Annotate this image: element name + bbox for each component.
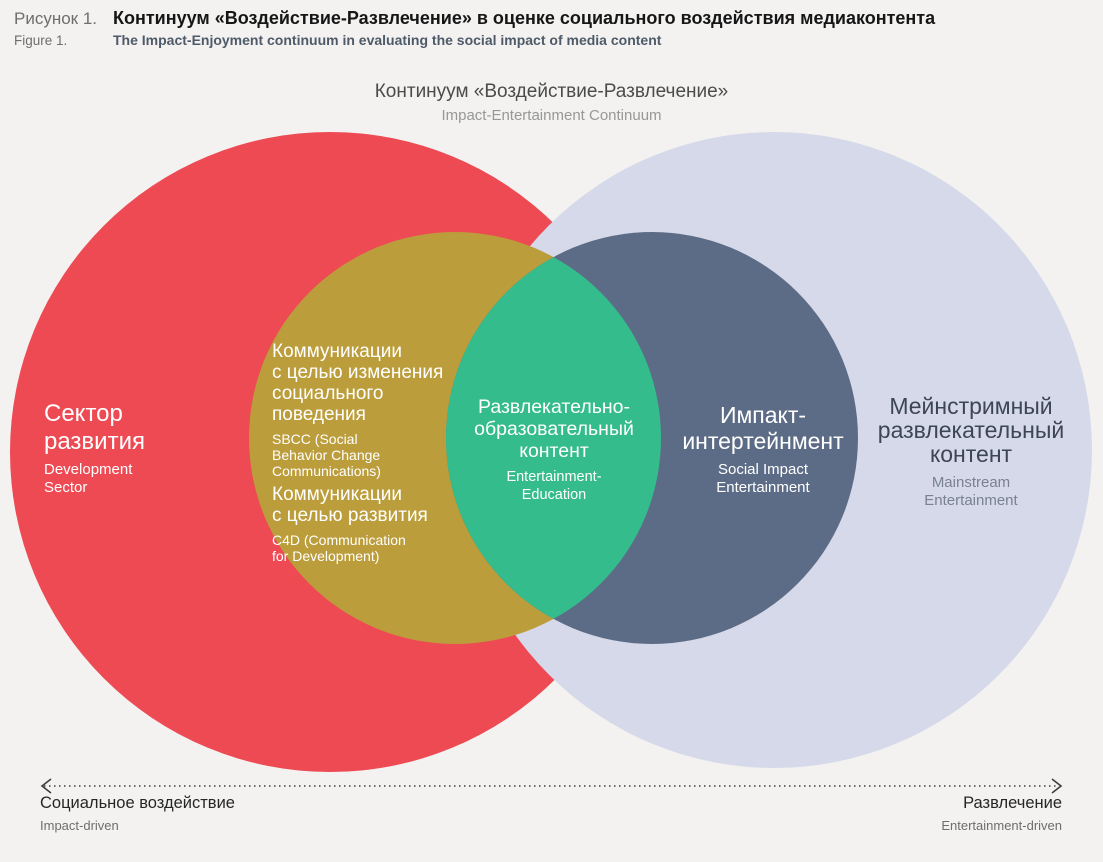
axis-entertainment-en: Entertainment-driven: [941, 818, 1062, 833]
sbcc-label-en: SBCC (Social Behavior Change Communicati…: [272, 431, 381, 479]
figure-title-en: The Impact-Enjoyment continuum in evalua…: [113, 32, 662, 48]
axis-impact-ru: Социальное воздействие: [40, 794, 235, 812]
caption-row-en: Figure 1. The Impact-Enjoyment continuum…: [14, 32, 1095, 48]
right-arrow-icon: [1051, 778, 1063, 794]
development-sector-label-en: Development Sector: [44, 461, 133, 496]
development-sector-label-ru: Сектор развития: [44, 400, 145, 455]
axis-label-entertainment-driven: Развлечение Entertainment-driven: [941, 794, 1062, 833]
entertainment-education-label-en: Entertainment- Education: [506, 469, 602, 503]
axis-entertainment-ru: Развлечение: [963, 794, 1062, 812]
mainstream-entertainment-label-en: Mainstream Entertainment: [924, 474, 1018, 509]
impact-entertainment-label: Импакт- интертейнмент Social Impact Ente…: [672, 402, 854, 497]
entertainment-education-region: [446, 232, 661, 644]
mainstream-entertainment-label-ru: Мейнстримный развлекательный контент: [877, 393, 1065, 467]
diagram-title: Континуум «Воздействие-Развлечение» Impa…: [0, 81, 1103, 124]
mainstream-entertainment-label: Мейнстримный развлекательный контент Mai…: [857, 394, 1085, 510]
sbcc-label-ru: Коммуникации с целью изменения социально…: [272, 341, 444, 425]
c4d-label-en: C4D (Communication for Development): [272, 532, 406, 564]
left-arrow-icon: [40, 778, 52, 794]
figure-title-ru: Континуум «Воздействие-Развлечение» в оц…: [113, 8, 936, 28]
sbcc-c4d-label: Коммуникации с целью изменения социально…: [272, 341, 484, 564]
diagram-title-en: Impact-Entertainment Continuum: [441, 107, 662, 124]
figure-caption: Рисунок 1. Континуум «Воздействие-Развле…: [14, 8, 1095, 48]
development-sector-label: Сектор развития Development Sector: [44, 400, 145, 497]
entertainment-education-label-ru: Развлекательно- образовательный контент: [474, 396, 634, 462]
entertainment-education-label: Развлекательно- образовательный контент …: [448, 396, 660, 504]
impact-entertainment-label-en: Social Impact Entertainment: [716, 461, 810, 496]
impact-entertainment-label-ru: Импакт- интертейнмент: [682, 402, 844, 454]
caption-row-ru: Рисунок 1. Континуум «Воздействие-Развле…: [14, 8, 1095, 29]
c4d-label-ru: Коммуникации с целью развития: [272, 484, 428, 526]
axis-impact-en: Impact-driven: [40, 818, 119, 833]
axis-label-impact-driven: Социальное воздействие Impact-driven: [40, 794, 235, 833]
figure-number-ru: Рисунок 1.: [14, 9, 98, 28]
diagram-title-ru: Континуум «Воздействие-Развлечение»: [374, 81, 729, 102]
figure-number-en: Figure 1.: [14, 33, 68, 48]
